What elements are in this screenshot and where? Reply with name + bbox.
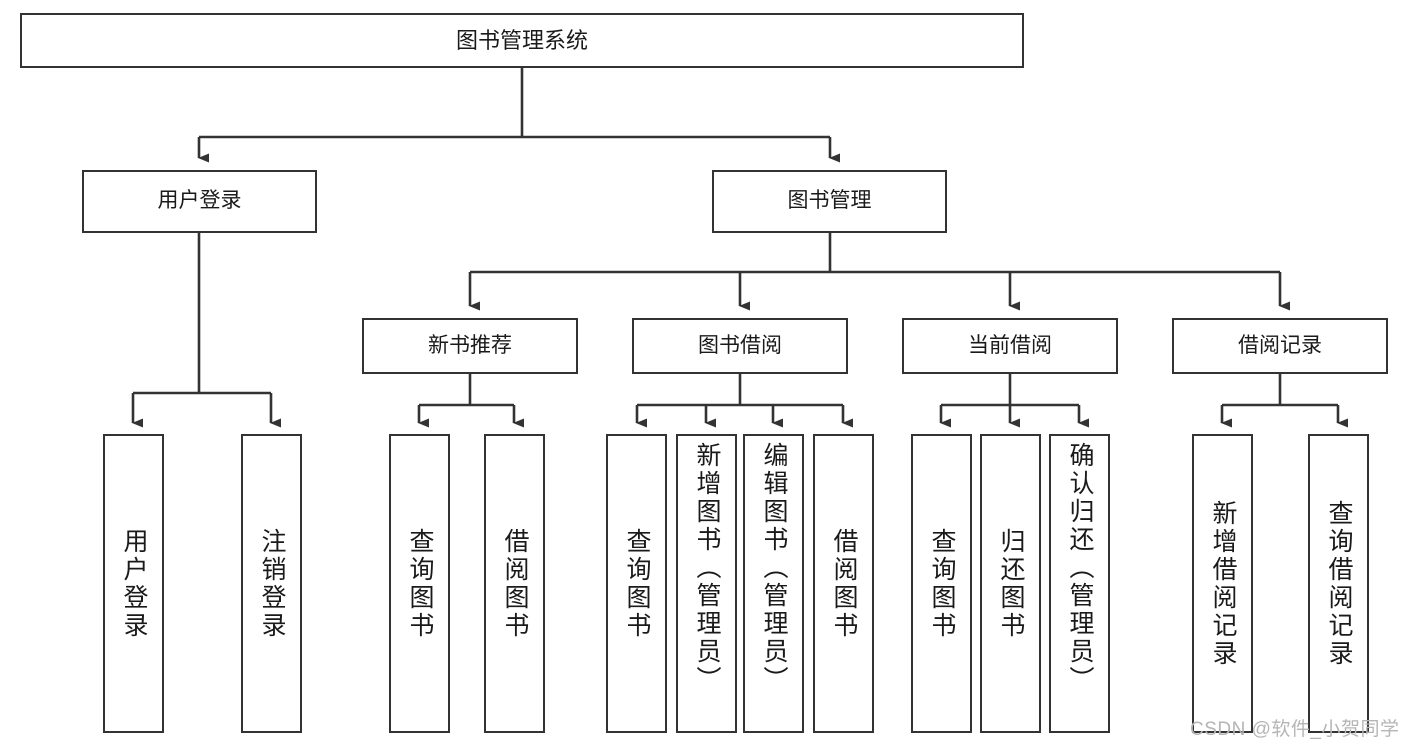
node-leaf-borrow-book-2-label: 借阅图书: [830, 527, 858, 640]
node-book-management-label: 图书管理: [787, 189, 872, 213]
node-leaf-user-login-label: 用户登录: [120, 527, 148, 640]
csdn-watermark: CSDN @软件_小贺同学: [1190, 714, 1399, 741]
node-leaf-logout-label: 注销登录: [258, 527, 286, 640]
node-leaf-confirm-return[interactable]: 确认归还（管理员）: [1049, 434, 1110, 733]
node-leaf-logout[interactable]: 注销登录: [241, 434, 302, 733]
node-leaf-query-book-2-label: 查询图书: [623, 527, 651, 640]
node-current-borrow-label: 当前借阅: [968, 333, 1052, 357]
csdn-watermark-text: CSDN @软件_小贺同学: [1190, 719, 1400, 740]
node-book-management[interactable]: 图书管理: [712, 170, 947, 233]
node-new-book-recommend-label: 新书推荐: [428, 333, 512, 357]
node-leaf-return-book-label: 归还图书: [997, 527, 1025, 640]
node-leaf-add-book-label: 新增图书（管理员）: [693, 442, 721, 694]
node-leaf-borrow-book-2[interactable]: 借阅图书: [813, 434, 874, 733]
node-leaf-query-book-1-label: 查询图书: [406, 527, 434, 640]
node-root-label: 图书管理系统: [455, 27, 588, 53]
node-user-login-label: 用户登录: [157, 189, 242, 213]
node-borrow-record[interactable]: 借阅记录: [1172, 318, 1388, 374]
node-leaf-query-book-3-label: 查询图书: [928, 527, 956, 640]
node-root[interactable]: 图书管理系统: [20, 13, 1024, 68]
node-leaf-user-login[interactable]: 用户登录: [103, 434, 164, 733]
node-leaf-add-record[interactable]: 新增借阅记录: [1192, 434, 1253, 733]
node-leaf-add-record-label: 新增借阅记录: [1209, 499, 1237, 668]
node-new-book-recommend[interactable]: 新书推荐: [362, 318, 578, 374]
node-leaf-add-book[interactable]: 新增图书（管理员）: [676, 434, 737, 733]
node-leaf-query-book-1[interactable]: 查询图书: [389, 434, 450, 733]
node-leaf-edit-book-label: 编辑图书（管理员）: [760, 442, 788, 694]
node-leaf-return-book[interactable]: 归还图书: [980, 434, 1041, 733]
node-leaf-query-book-2[interactable]: 查询图书: [606, 434, 667, 733]
node-leaf-confirm-return-label: 确认归还（管理员）: [1066, 442, 1094, 694]
node-leaf-borrow-book-1-label: 借阅图书: [501, 527, 529, 640]
node-leaf-query-record[interactable]: 查询借阅记录: [1308, 434, 1369, 733]
node-user-login[interactable]: 用户登录: [82, 170, 317, 233]
node-current-borrow[interactable]: 当前借阅: [902, 318, 1118, 374]
node-borrow-record-label: 借阅记录: [1238, 333, 1322, 357]
node-book-borrow-label: 图书借阅: [698, 333, 782, 357]
node-book-borrow[interactable]: 图书借阅: [632, 318, 848, 374]
node-leaf-borrow-book-1[interactable]: 借阅图书: [484, 434, 545, 733]
node-leaf-edit-book[interactable]: 编辑图书（管理员）: [743, 434, 804, 733]
node-leaf-query-record-label: 查询借阅记录: [1325, 499, 1353, 668]
node-leaf-query-book-3[interactable]: 查询图书: [911, 434, 972, 733]
